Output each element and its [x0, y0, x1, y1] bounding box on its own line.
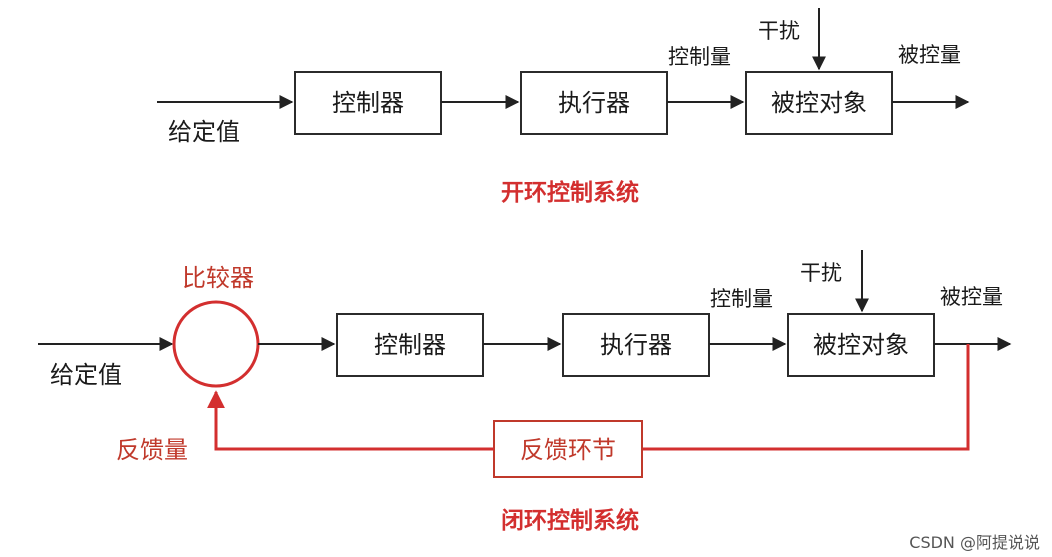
feedback-signal-label: 反馈量: [116, 436, 188, 464]
closed-plant-block: [787, 313, 935, 377]
feedback-block-label: 反馈环节: [520, 436, 616, 464]
open-control-signal-label: 控制量: [668, 45, 731, 69]
closed-input-label: 给定值: [50, 361, 122, 389]
feedback-line-left: [207, 390, 494, 451]
feedback-line-right: [642, 344, 970, 451]
watermark: CSDN @阿提说说: [909, 533, 1040, 552]
closed-controller-block: [336, 313, 484, 377]
open-output-label: 被控量: [898, 43, 961, 67]
comparator-circle: [172, 300, 260, 388]
closed-output-label: 被控量: [940, 285, 1003, 309]
closed-plant-label: 被控对象: [813, 331, 909, 359]
closed-controller-label: 控制器: [374, 331, 446, 359]
comparator-label: 比较器: [182, 264, 254, 292]
open-plant-label: 被控对象: [771, 89, 867, 117]
open-actuator-block: [520, 71, 668, 135]
closed-control-signal-label: 控制量: [710, 287, 773, 311]
open-loop-diagram: 给定值 控制器 执行器 控制量 被控对象 干扰 被控量 开环控制系统: [157, 8, 970, 206]
open-disturbance-label: 干扰: [758, 19, 800, 43]
open-actuator-label: 执行器: [558, 89, 630, 117]
closed-loop-diagram: 比较器 给定值 控制器 执行器 控制量 被控对象 干扰 被控量 反馈环节 反馈量…: [38, 250, 1012, 534]
closed-loop-title: 闭环控制系统: [501, 507, 639, 534]
open-controller-label: 控制器: [332, 89, 404, 117]
closed-disturbance-label: 干扰: [800, 261, 842, 285]
open-loop-title: 开环控制系统: [501, 179, 639, 206]
open-plant-block: [745, 71, 893, 135]
open-input-label: 给定值: [168, 118, 240, 146]
closed-actuator-label: 执行器: [600, 331, 672, 359]
